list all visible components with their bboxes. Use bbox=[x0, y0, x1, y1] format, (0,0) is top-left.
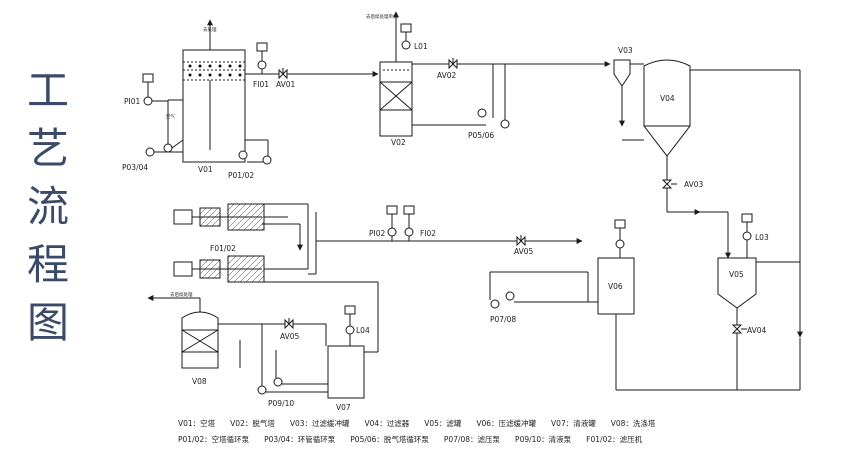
av02-valve bbox=[448, 58, 458, 70]
v04-filter bbox=[622, 59, 803, 338]
air-note: 空气 bbox=[166, 113, 175, 120]
v04-label: V04 bbox=[660, 94, 675, 103]
v02-label: V02 bbox=[391, 138, 406, 147]
p01-02-pumps bbox=[238, 139, 272, 165]
v02-top-note: 去后续处理单元 bbox=[366, 13, 398, 20]
av04-valve bbox=[731, 324, 747, 334]
title-char: 程 bbox=[27, 240, 70, 289]
legend-row-1: V01：空塔 V02：脱气塔 V03：过滤缓冲罐 V04：过滤器 V05：滤罐 … bbox=[178, 418, 656, 428]
pi02-gauge bbox=[386, 205, 398, 241]
p01-02-label: P01/02 bbox=[228, 171, 254, 180]
v08-tower bbox=[147, 295, 327, 369]
p03-04-pumps bbox=[145, 139, 184, 157]
l04-level bbox=[344, 305, 356, 346]
l01-label: L01 bbox=[414, 42, 428, 51]
p09-10-label: P09/10 bbox=[268, 399, 294, 408]
f02-press bbox=[173, 203, 309, 283]
av05-right-label: AV05 bbox=[514, 247, 534, 256]
av05-valve-left bbox=[284, 318, 294, 330]
l04-label: L04 bbox=[356, 326, 370, 335]
pi01-label: PI01 bbox=[124, 97, 141, 106]
title-char: 工 bbox=[27, 66, 70, 115]
l03-level bbox=[741, 213, 753, 258]
pi02-label: PI02 bbox=[369, 229, 386, 238]
l01-level bbox=[400, 23, 412, 50]
v06-gauge bbox=[614, 219, 626, 258]
title-char: 流 bbox=[27, 182, 70, 231]
v05-label: V05 bbox=[729, 270, 744, 279]
p05-06-pumps bbox=[477, 64, 510, 129]
av02-label: AV02 bbox=[437, 71, 457, 80]
f01-press bbox=[173, 203, 303, 251]
legend-row-2: P01/02：空塔循环泵 P03/04：环管循环泵 P05/06：脱气塔循环泵 … bbox=[178, 434, 643, 444]
v06-tank bbox=[597, 257, 635, 390]
fi01-label: FI01 bbox=[253, 80, 269, 89]
av03-label: AV03 bbox=[684, 180, 704, 189]
av04-label: AV04 bbox=[747, 326, 767, 335]
title-char: 图 bbox=[27, 298, 70, 347]
fi01-meter bbox=[256, 42, 268, 74]
v07-tank bbox=[327, 345, 378, 399]
page-title: 工 艺 流 程 图 bbox=[27, 62, 70, 352]
v08-label: V08 bbox=[192, 377, 207, 386]
p03-04-label: P03/04 bbox=[122, 163, 148, 172]
p07-08-label: P07/08 bbox=[490, 315, 516, 324]
v06-label: V06 bbox=[608, 282, 623, 291]
v03-tank bbox=[613, 59, 644, 127]
p05-06-label: P05/06 bbox=[468, 131, 494, 140]
v02-tower bbox=[379, 11, 413, 137]
l03-label: L03 bbox=[755, 233, 769, 242]
v01-tower bbox=[167, 19, 246, 163]
av05-valve-right bbox=[516, 235, 526, 247]
p09-10-pumps bbox=[257, 324, 328, 395]
v07-label: V07 bbox=[336, 403, 351, 412]
fi02-meter bbox=[403, 205, 415, 241]
title-char: 艺 bbox=[27, 124, 70, 173]
av05-left-label: AV05 bbox=[280, 332, 300, 341]
v03-label: V03 bbox=[618, 46, 633, 55]
p07-08-pumps bbox=[489, 271, 598, 309]
v01-label: V01 bbox=[198, 165, 213, 174]
av03-valve bbox=[661, 179, 677, 189]
v08-out-note: 去后续处理 bbox=[170, 291, 193, 298]
v05-tank bbox=[616, 257, 801, 391]
fi02-label: FI02 bbox=[420, 229, 436, 238]
av01-valve bbox=[278, 68, 288, 80]
v01-top-note: 去处理 bbox=[203, 26, 217, 33]
av01-label: AV01 bbox=[276, 80, 296, 89]
f01-02-label: F01/02 bbox=[210, 244, 236, 253]
pi01-gauge bbox=[142, 73, 168, 106]
